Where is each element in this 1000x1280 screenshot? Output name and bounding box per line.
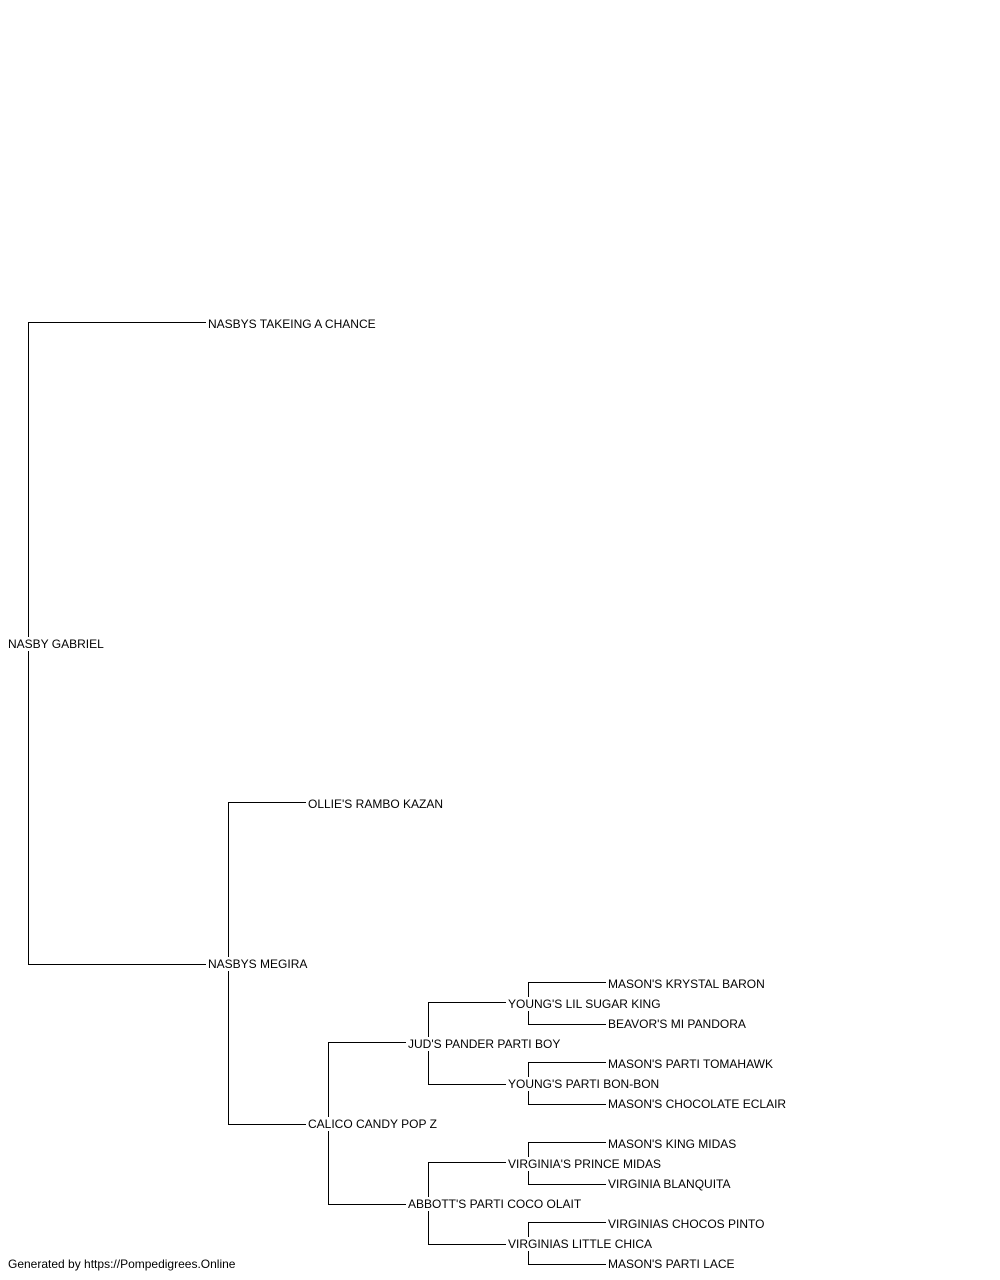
pedigree-node-dam-sire: OLLIE'S RAMBO KAZAN [307, 797, 444, 811]
generated-by-footer: Generated by https://Pompedigrees.Online [8, 1257, 236, 1271]
pedigree-node-ddds-sire: MASON'S KING MIDAS [607, 1137, 738, 1151]
pedigree-node-ddsd-sire: MASON'S PARTI TOMAHAWK [607, 1057, 774, 1071]
pedigree-node-dd-dam: ABBOTT'S PARTI COCO OLAIT [407, 1197, 583, 1211]
pedigree-node-dddd-dam: MASON'S PARTI LACE [607, 1257, 736, 1271]
pedigree-node-dds-sire: YOUNG'S LIL SUGAR KING [507, 997, 662, 1011]
pedigree-node-ddsd-dam: MASON'S CHOCOLATE ECLAIR [607, 1097, 788, 1111]
pedigree-node-sire: NASBYS TAKEING A CHANCE [207, 317, 377, 331]
pedigree-node-ddds-dam: VIRGINIA BLANQUITA [607, 1177, 732, 1191]
pedigree-node-dddd-sire: VIRGINIAS CHOCOS PINTO [607, 1217, 766, 1231]
pedigree-node-ddss-dam: BEAVOR'S MI PANDORA [607, 1017, 747, 1031]
pedigree-node-dd-sire: JUD'S PANDER PARTI BOY [407, 1037, 562, 1051]
pedigree-node-dam-dam: CALICO CANDY POP Z [307, 1117, 438, 1131]
pedigree-node-dam: NASBYS MEGIRA [207, 957, 309, 971]
pedigree-node-ddd-sire: VIRGINIA'S PRINCE MIDAS [507, 1157, 662, 1171]
pedigree-node-root: NASBY GABRIEL [7, 637, 105, 651]
pedigree-node-ddd-dam: VIRGINIAS LITTLE CHICA [507, 1237, 654, 1251]
pedigree-node-ddss-sire: MASON'S KRYSTAL BARON [607, 977, 766, 991]
pedigree-node-dds-dam: YOUNG'S PARTI BON-BON [507, 1077, 661, 1091]
